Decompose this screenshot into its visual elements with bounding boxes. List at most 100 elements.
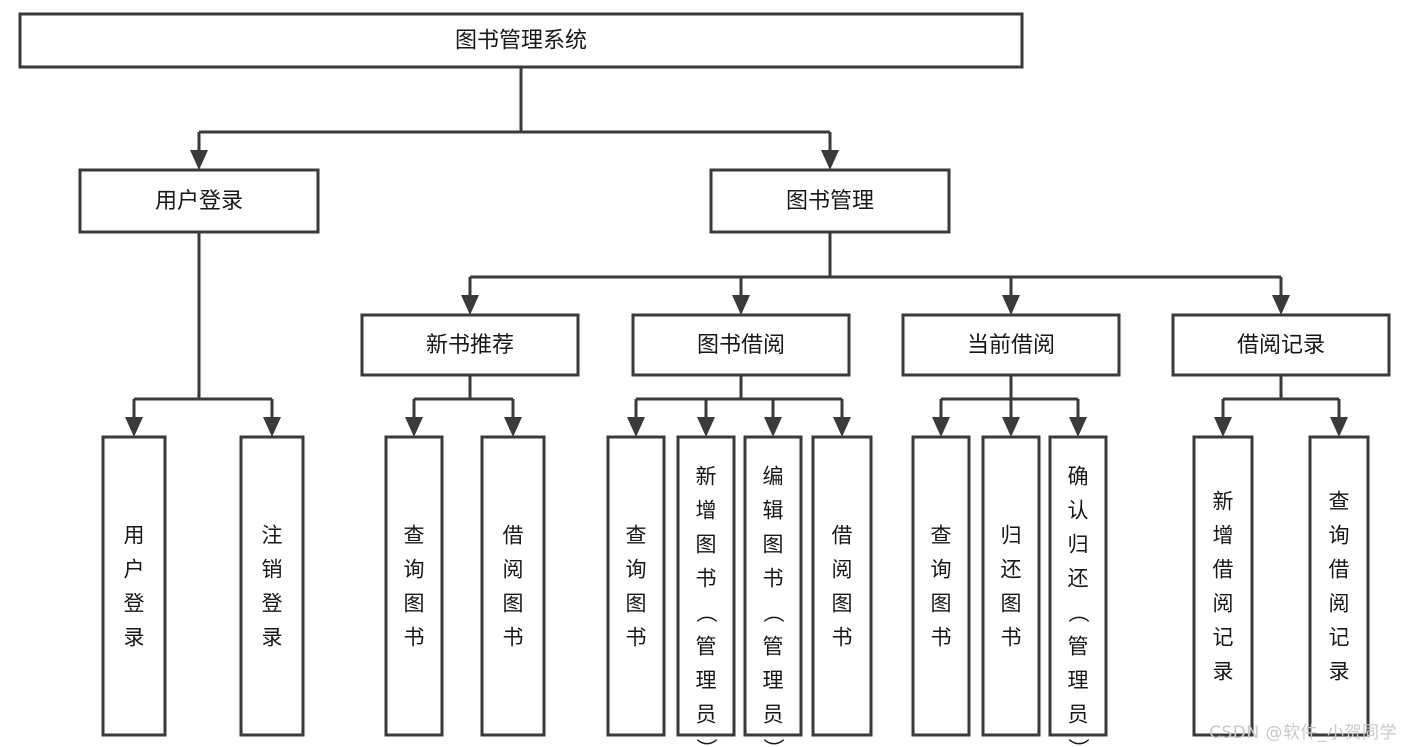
- svg-text:理: 理: [763, 668, 784, 692]
- svg-text:员: 员: [1068, 702, 1089, 726]
- svg-text:查: 查: [626, 523, 647, 547]
- svg-text:询: 询: [404, 557, 425, 581]
- svg-text:询: 询: [626, 557, 647, 581]
- node-box-borrow-record: [1171, 313, 1391, 377]
- svg-text:书: 书: [763, 566, 784, 590]
- node-book-borrow[interactable]: 图书借阅: [631, 313, 851, 377]
- svg-text:认: 认: [1068, 498, 1089, 522]
- node-box-leaf-rec-add: [1192, 435, 1254, 737]
- node-new-book-rec[interactable]: 新书推荐: [360, 313, 580, 377]
- node-user-login[interactable]: 用户登录: [78, 168, 320, 234]
- svg-text:还: 还: [1001, 557, 1022, 581]
- svg-text:查: 查: [404, 523, 425, 547]
- svg-text:）: ）: [1066, 738, 1090, 747]
- svg-text:询: 询: [1329, 523, 1350, 547]
- svg-text:归: 归: [1001, 523, 1022, 547]
- svg-text:阅: 阅: [1213, 591, 1234, 615]
- node-borrow-record[interactable]: 借阅记录: [1171, 313, 1391, 377]
- arrow-head-icon: [263, 417, 281, 437]
- svg-text:借: 借: [832, 523, 853, 547]
- node-label-user-login: 用户登录: [155, 189, 243, 214]
- arrow-head-icon: [504, 417, 522, 437]
- svg-text:图: 图: [404, 591, 425, 615]
- svg-text:注: 注: [262, 523, 283, 547]
- node-box-leaf-cur-return-book: [981, 435, 1041, 737]
- node-box-leaf-borrow-edit-book: [743, 435, 803, 737]
- node-box-leaf-user-logout: [239, 435, 305, 737]
- svg-text:借: 借: [1329, 557, 1350, 581]
- svg-text:员: 员: [696, 702, 717, 726]
- connector-group-new-book-rec: [405, 375, 522, 437]
- svg-text:图: 图: [763, 532, 784, 556]
- node-box-leaf-borrow-add-book: [676, 435, 736, 737]
- connector-group-book-borrow: [627, 375, 851, 437]
- svg-text:录: 录: [1213, 659, 1234, 683]
- node-leaf-user-login[interactable]: 用户登录: [101, 435, 167, 737]
- node-box-root: [18, 12, 1024, 69]
- svg-text:阅: 阅: [503, 557, 524, 581]
- node-label-leaf-user-login: 用户登录: [124, 523, 145, 649]
- node-book-manage[interactable]: 图书管理: [709, 168, 951, 234]
- node-current-borrow[interactable]: 当前借阅: [901, 313, 1121, 377]
- arrow-head-icon: [1330, 417, 1348, 437]
- node-root[interactable]: 图书管理系统: [18, 12, 1024, 69]
- svg-text:理: 理: [1068, 668, 1089, 692]
- svg-text:还: 还: [1068, 566, 1089, 590]
- node-label-book-manage: 图书管理: [786, 189, 874, 214]
- node-box-leaf-borrow-lend-book: [811, 435, 873, 737]
- arrow-head-icon: [405, 417, 423, 437]
- svg-text:）: ）: [694, 738, 718, 747]
- arrow-head-icon: [732, 295, 750, 315]
- node-label-new-book-rec: 新书推荐: [426, 333, 514, 358]
- arrow-head-icon: [125, 417, 143, 437]
- node-label-root: 图书管理系统: [455, 29, 587, 54]
- svg-text:图: 图: [503, 591, 524, 615]
- svg-text:（: （: [1066, 602, 1090, 623]
- svg-text:）: ）: [761, 738, 785, 747]
- node-label-current-borrow: 当前借阅: [967, 333, 1055, 358]
- svg-text:图: 图: [696, 532, 717, 556]
- svg-text:记: 记: [1329, 625, 1350, 649]
- arrow-head-icon: [764, 417, 782, 437]
- svg-text:销: 销: [262, 557, 283, 581]
- svg-text:辑: 辑: [763, 498, 784, 522]
- connector-group-borrow-record: [1214, 375, 1348, 437]
- arrow-head-icon: [932, 417, 950, 437]
- arrow-head-icon: [1069, 417, 1087, 437]
- svg-text:（: （: [761, 602, 785, 623]
- svg-text:书: 书: [404, 625, 425, 649]
- svg-text:录: 录: [1329, 659, 1350, 683]
- node-box-user-login: [78, 168, 320, 234]
- svg-text:管: 管: [1068, 634, 1089, 658]
- svg-text:增: 增: [1213, 523, 1234, 547]
- node-label-borrow-record: 借阅记录: [1237, 333, 1325, 358]
- node-box-leaf-user-login: [101, 435, 167, 737]
- svg-text:理: 理: [696, 668, 717, 692]
- arrow-head-icon: [1272, 295, 1290, 315]
- svg-text:借: 借: [503, 523, 524, 547]
- arrow-head-icon: [1002, 417, 1020, 437]
- arrow-head-icon: [1002, 295, 1020, 315]
- svg-text:管: 管: [696, 634, 717, 658]
- svg-text:图: 图: [931, 591, 952, 615]
- svg-text:确: 确: [1068, 464, 1089, 488]
